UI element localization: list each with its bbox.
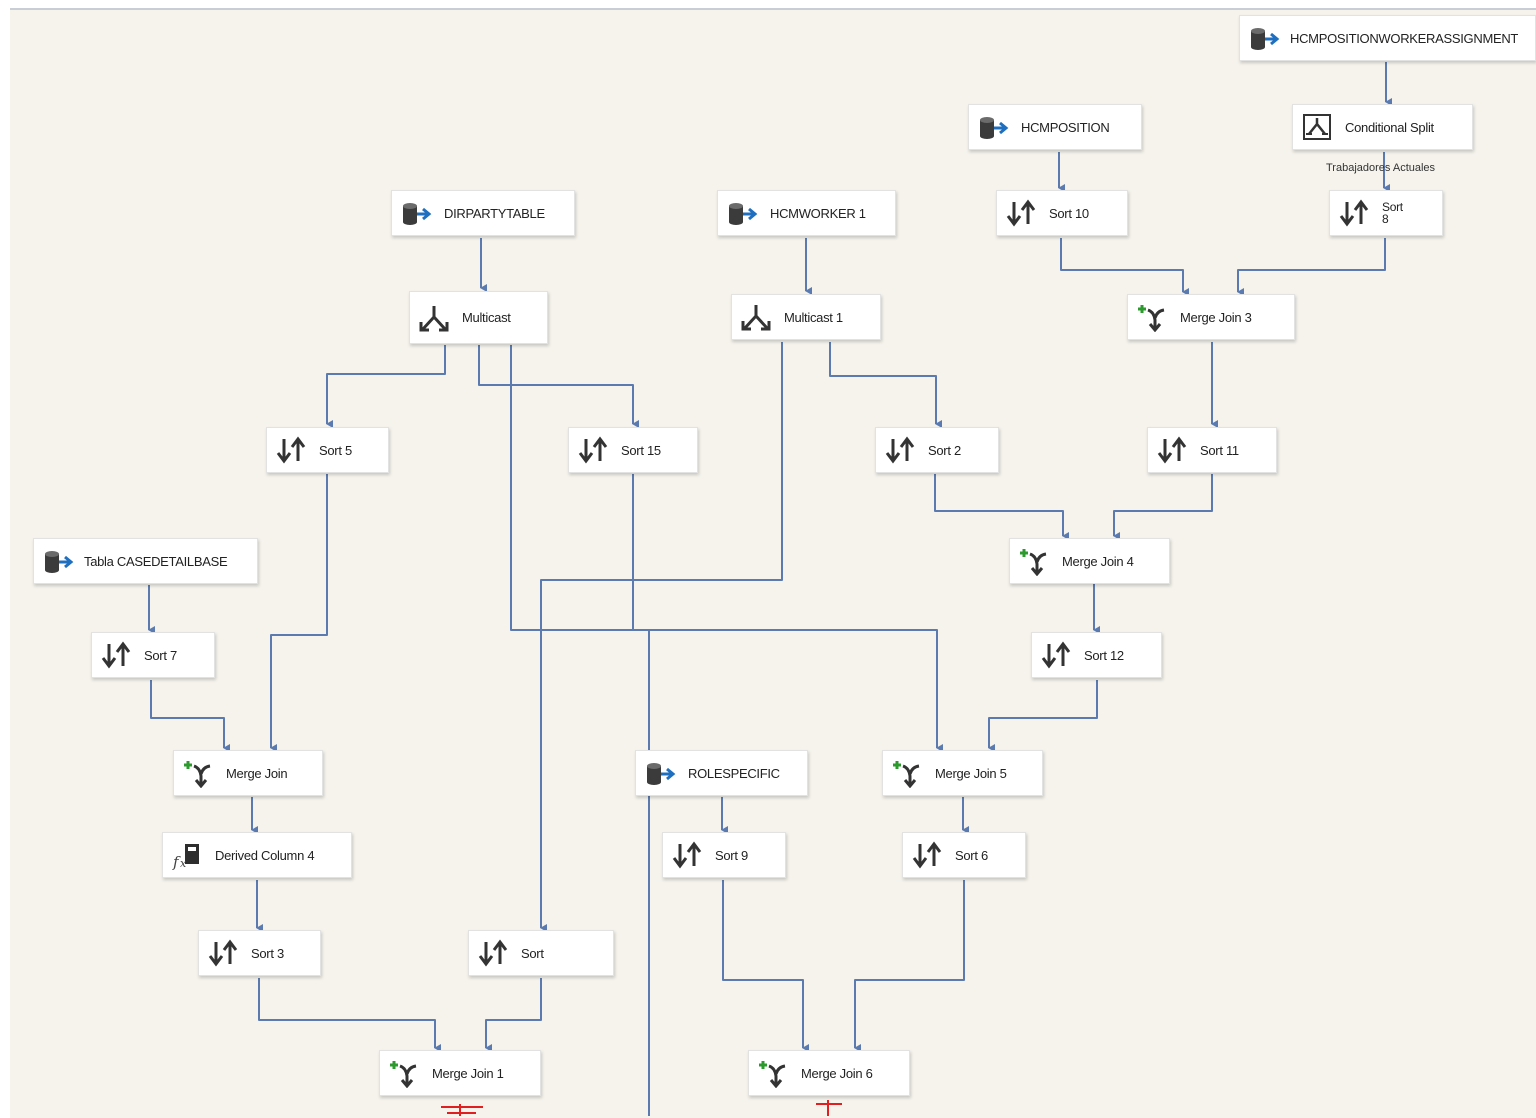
source-icon (1244, 15, 1284, 61)
component-hcmpositionworkerassignment[interactable]: HCMPOSITIONWORKERASSIGNMENT (1239, 15, 1536, 61)
sort-icon (880, 427, 920, 473)
component-derived-column-4[interactable]: f x Derived Column 4 (162, 832, 352, 878)
sort-icon (271, 427, 311, 473)
source-icon (640, 750, 680, 796)
component-sort-6[interactable]: Sort 6 (902, 832, 1026, 878)
component-hcmworker-1[interactable]: HCMWORKER 1 (717, 190, 896, 236)
merge-join-icon (178, 750, 218, 796)
component-sort-7[interactable]: Sort 7 (91, 632, 215, 678)
component-label: Sort 8 (1382, 200, 1403, 226)
component-label: Sort 15 (621, 442, 661, 458)
component-merge-join[interactable]: Merge Join (173, 750, 323, 796)
component-sort-2[interactable]: Sort 2 (875, 427, 999, 473)
component-label: Merge Join (226, 765, 288, 781)
component-label: Merge Join 4 (1062, 553, 1134, 569)
component-label: Multicast 1 (784, 309, 843, 325)
conditional-split-icon (1297, 104, 1337, 150)
sort-icon (1001, 190, 1041, 236)
component-merge-join-6[interactable]: Merge Join 6 (748, 1050, 910, 1096)
component-label: Derived Column 4 (215, 847, 315, 863)
component-sort-10[interactable]: Sort 10 (996, 190, 1128, 236)
merge-join-icon (887, 750, 927, 796)
component-label: Sort (521, 945, 544, 961)
component-label: Sort 10 (1049, 205, 1089, 221)
component-hcmposition[interactable]: HCMPOSITION (968, 104, 1142, 150)
component-sort-12[interactable]: Sort 12 (1031, 632, 1162, 678)
source-icon (722, 190, 762, 236)
component-label: HCMPOSITIONWORKERASSIGNMENT (1290, 30, 1519, 46)
component-label: Merge Join 5 (935, 765, 1007, 781)
component-rolespecific[interactable]: ROLESPECIFIC (635, 750, 808, 796)
source-icon (973, 104, 1013, 150)
component-multicast[interactable]: Multicast (409, 291, 548, 344)
component-tabla-casedetailbase[interactable]: Tabla CASEDETAILBASE (33, 538, 258, 584)
component-label: HCMWORKER 1 (770, 205, 866, 221)
component-label: Sort 2 (928, 442, 961, 458)
component-label: Tabla CASEDETAILBASE (84, 553, 228, 569)
component-multicast-1[interactable]: Multicast 1 (731, 294, 881, 340)
component-label: HCMPOSITION (1021, 119, 1110, 135)
merge-join-icon (384, 1050, 424, 1096)
component-label: Sort 12 (1084, 647, 1124, 663)
svg-text:x: x (180, 857, 187, 870)
component-sort-9[interactable]: Sort 9 (662, 832, 786, 878)
component-label: Merge Join 3 (1180, 309, 1252, 325)
multicast-icon (414, 295, 454, 341)
component-sort-11[interactable]: Sort 11 (1147, 427, 1277, 473)
component-sort-15[interactable]: Sort 15 (568, 427, 698, 473)
sort-icon (907, 832, 947, 878)
derived-column-icon: f x (167, 832, 207, 878)
component-label: Sort 5 (319, 442, 352, 458)
sort-icon (96, 632, 136, 678)
component-label: Sort 9 (715, 847, 748, 863)
component-label: Sort 6 (955, 847, 988, 863)
component-label: DIRPARTYTABLE (444, 205, 545, 221)
sort-icon (203, 930, 243, 976)
component-label: ROLESPECIFIC (688, 765, 780, 781)
component-label: Merge Join 6 (801, 1065, 873, 1081)
component-label: Sort 11 (1200, 442, 1239, 458)
component-sort-3[interactable]: Sort 3 (198, 930, 321, 976)
sort-icon (1334, 190, 1374, 236)
path-label-trabajadores-actuales: Trabajadores Actuales (1326, 162, 1436, 174)
component-dirpartytable[interactable]: DIRPARTYTABLE (391, 190, 575, 236)
component-label: Conditional Split (1345, 119, 1434, 135)
component-conditional-split[interactable]: Conditional Split (1292, 104, 1473, 150)
component-label: Sort 3 (251, 945, 284, 961)
svg-text:f: f (172, 853, 181, 870)
source-icon (396, 190, 436, 236)
component-sort-5[interactable]: Sort 5 (266, 427, 389, 473)
component-merge-join-5[interactable]: Merge Join 5 (882, 750, 1043, 796)
multicast-icon (736, 294, 776, 340)
source-icon (38, 538, 78, 584)
component-merge-join-4[interactable]: Merge Join 4 (1009, 538, 1170, 584)
sort-icon (667, 832, 707, 878)
component-merge-join-3[interactable]: Merge Join 3 (1127, 294, 1295, 340)
sort-icon (1152, 427, 1192, 473)
sort-icon (473, 930, 513, 976)
component-merge-join-1[interactable]: Merge Join 1 (379, 1050, 541, 1096)
sort-icon (1036, 632, 1076, 678)
merge-join-icon (1014, 538, 1054, 584)
sort-icon (573, 427, 613, 473)
component-label: Sort 7 (144, 647, 177, 663)
component-sort-8[interactable]: Sort 8 (1329, 190, 1443, 236)
merge-join-icon (753, 1050, 793, 1096)
component-label: Multicast (462, 310, 511, 325)
merge-join-icon (1132, 294, 1172, 340)
component-label: Merge Join 1 (432, 1065, 504, 1081)
component-sort[interactable]: Sort (468, 930, 614, 976)
